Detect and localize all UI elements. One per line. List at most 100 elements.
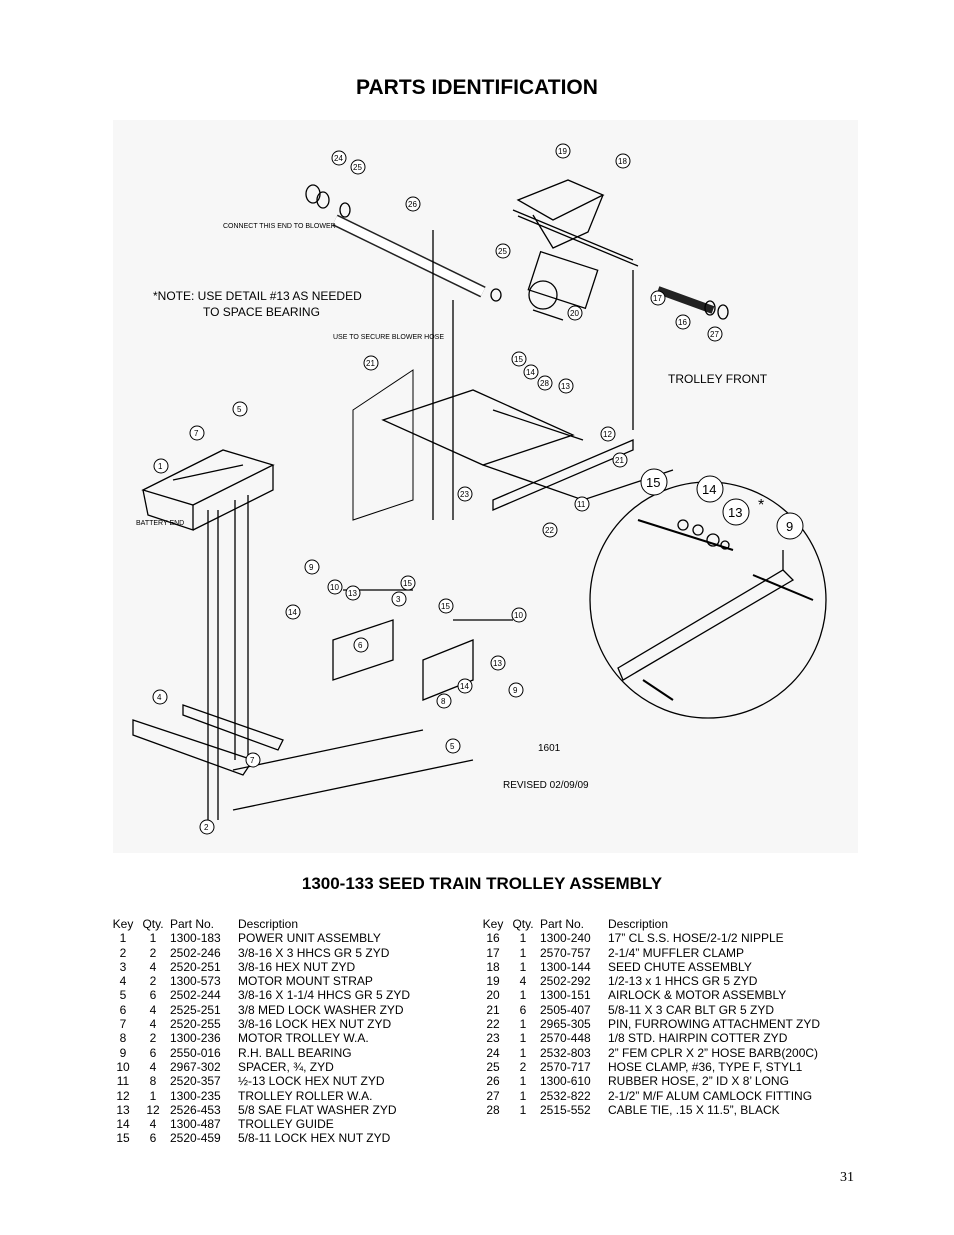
part-qty: 1	[519, 945, 527, 960]
svg-text:13: 13	[728, 505, 742, 520]
part-key: 5	[119, 988, 127, 1003]
part-qty: 1	[519, 1017, 527, 1032]
part-number: 1300-151	[540, 988, 591, 1003]
svg-text:14: 14	[702, 482, 716, 497]
part-key: 13	[116, 1102, 130, 1117]
svg-text:6: 6	[358, 641, 363, 650]
part-key: 9	[119, 1045, 127, 1060]
svg-text:15: 15	[514, 355, 523, 364]
part-number: 2520-357	[170, 1074, 221, 1089]
header-desc: Description	[608, 917, 669, 931]
svg-text:20: 20	[570, 309, 579, 318]
part-number: 2520-255	[170, 1017, 221, 1032]
part-qty: 2	[519, 1059, 527, 1074]
part-description: 5/8 SAE FLAT WASHER ZYD	[238, 1102, 397, 1117]
part-description: 2-1/2” M/F ALUM CAMLOCK FITTING	[608, 1088, 813, 1103]
part-qty: 1	[149, 1088, 157, 1103]
part-qty: 1	[519, 1045, 527, 1060]
svg-text:28: 28	[540, 379, 549, 388]
part-number: 1300-144	[540, 959, 591, 974]
part-description: AIRLOCK & MOTOR ASSEMBLY	[608, 988, 787, 1003]
svg-text:14: 14	[460, 682, 469, 691]
part-key: 28	[486, 1102, 500, 1117]
part-qty: 1	[519, 1102, 527, 1117]
part-description: 3/8-16 X 3 HHCS GR 5 ZYD	[238, 945, 390, 960]
svg-text:4: 4	[157, 693, 162, 702]
part-description: SEED CHUTE ASSEMBLY	[608, 959, 752, 974]
part-qty: 6	[149, 1045, 157, 1060]
header-key: Key	[112, 917, 134, 931]
header-part: Part No.	[170, 917, 215, 931]
part-number: 1300-487	[170, 1117, 221, 1132]
part-qty: 4	[149, 1002, 157, 1017]
part-description: 2-1/4” MUFFLER CLAMP	[608, 945, 745, 960]
svg-text:26: 26	[408, 200, 417, 209]
part-key: 1	[119, 931, 127, 946]
header-key: Key	[482, 917, 504, 931]
part-key: 8	[119, 1031, 127, 1046]
part-number: 1300-235	[170, 1088, 221, 1103]
drawing-number: 1601	[538, 743, 561, 754]
trolley-front-label: TROLLEY FRONT	[668, 372, 768, 386]
part-description: PIN, FURROWING ATTACHMENT ZYD	[608, 1017, 820, 1032]
part-description: MOTOR TROLLEY W.A.	[238, 1031, 369, 1046]
part-description: SPACER, ¾, ZYD	[238, 1059, 334, 1074]
svg-text:22: 22	[545, 526, 554, 535]
part-key: 20	[486, 988, 500, 1003]
part-number: 2520-251	[170, 959, 221, 974]
svg-text:3: 3	[396, 595, 401, 604]
part-qty: 8	[149, 1074, 157, 1089]
svg-text:1: 1	[158, 462, 163, 471]
part-qty: 4	[149, 1017, 157, 1032]
header-part: Part No.	[540, 917, 585, 931]
header-qty: Qty.	[512, 917, 534, 931]
part-description: 17” CL S.S. HOSE/2-1/2 NIPPLE	[608, 931, 784, 946]
svg-text:21: 21	[615, 456, 624, 465]
part-description: 3/8 MED LOCK WASHER ZYD	[238, 1002, 404, 1017]
svg-text:12: 12	[603, 430, 612, 439]
part-number: 2965-305	[540, 1017, 591, 1032]
part-description: ½-13 LOCK HEX NUT ZYD	[238, 1074, 385, 1089]
svg-text:9: 9	[309, 563, 314, 572]
svg-text:18: 18	[618, 157, 627, 166]
svg-text:7: 7	[194, 429, 199, 438]
part-qty: 1	[519, 1088, 527, 1103]
part-description: 1/8 STD. HAIRPIN COTTER ZYD	[608, 1031, 788, 1046]
part-qty: 1	[149, 931, 157, 946]
part-description: RUBBER HOSE, 2” ID X 8’ LONG	[608, 1074, 789, 1089]
part-key: 6	[119, 1002, 127, 1017]
part-qty: 1	[519, 988, 527, 1003]
table-header-row: Key Qty. Part No. Description	[110, 917, 410, 931]
part-key: 18	[486, 959, 500, 974]
svg-text:25: 25	[353, 163, 362, 172]
part-description: 1/2-13 x 1 HHCS GR 5 ZYD	[608, 974, 758, 989]
part-number: 2526-453	[170, 1102, 221, 1117]
part-number: 2532-803	[540, 1045, 591, 1060]
part-qty: 4	[519, 974, 527, 989]
part-number: 2570-717	[540, 1059, 591, 1074]
svg-text:10: 10	[514, 611, 523, 620]
svg-text:21: 21	[366, 359, 375, 368]
part-description: 3/8-16 HEX NUT ZYD	[238, 959, 356, 974]
part-key: 3	[119, 959, 127, 974]
part-number: 1300-240	[540, 931, 591, 946]
part-key: 26	[486, 1074, 500, 1089]
part-description: 5/8-11 X 3 CAR BLT GR 5 ZYD	[608, 1002, 775, 1017]
svg-text:14: 14	[526, 368, 535, 377]
